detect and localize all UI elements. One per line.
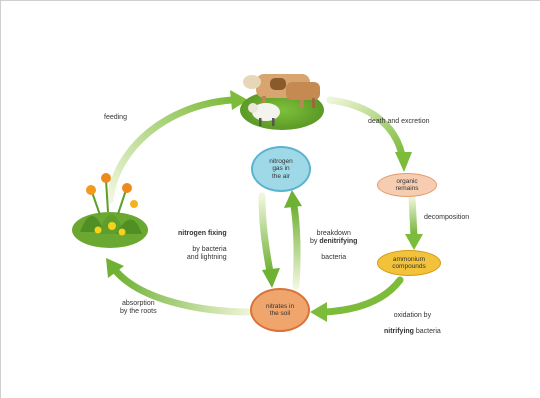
label-denitrification-line3: bacteria (321, 254, 347, 261)
label-oxidation-nitrifying: nitrifying (384, 328, 414, 335)
label-nitrogen-fixing-bold: nitrogen fixing (178, 230, 227, 237)
label-nitrogen-fixing: nitrogen fixing by bacteria and lightnin… (178, 222, 227, 262)
label-nitrogen-fixing-rest: by bacteria and lightning (186, 246, 227, 261)
node-organic-remains: organic remains (377, 173, 437, 197)
label-absorption: absorption by the roots (120, 300, 157, 315)
arrow-nitrogen-fixing (258, 192, 280, 288)
label-oxidation-line2: bacteria (413, 328, 441, 335)
label-denitrification-line1: breakdown by (310, 230, 351, 245)
label-feeding: feeding (104, 114, 127, 121)
node-ammonium-compounds: ammonium compounds (377, 250, 441, 276)
label-denitrification: breakdown by denitrifying bacteria (310, 222, 357, 262)
arrow-denitrification (284, 190, 302, 290)
label-decomposition: decomposition (424, 214, 470, 221)
arrow-absorption (106, 258, 254, 316)
node-nitrogen-gas-air: nitrogen gas in the air (251, 146, 311, 192)
label-death-excretion: death and excretion (368, 118, 430, 125)
label-denitrifying-bold: denitrifying (319, 238, 358, 245)
label-oxidation: oxidation by nitrifying bacteria (384, 304, 441, 336)
cows-and-sheep-icon (240, 74, 324, 130)
flowering-plant-icon (72, 173, 148, 248)
node-nitrates-soil: nitrates in the soil (250, 288, 310, 332)
label-oxidation-line1: oxidation by (393, 312, 432, 319)
arrow-decomposition (405, 193, 423, 250)
arrow-death-excretion (326, 96, 412, 172)
arrow-oxidation (310, 276, 404, 322)
arrow-feeding (106, 90, 248, 204)
